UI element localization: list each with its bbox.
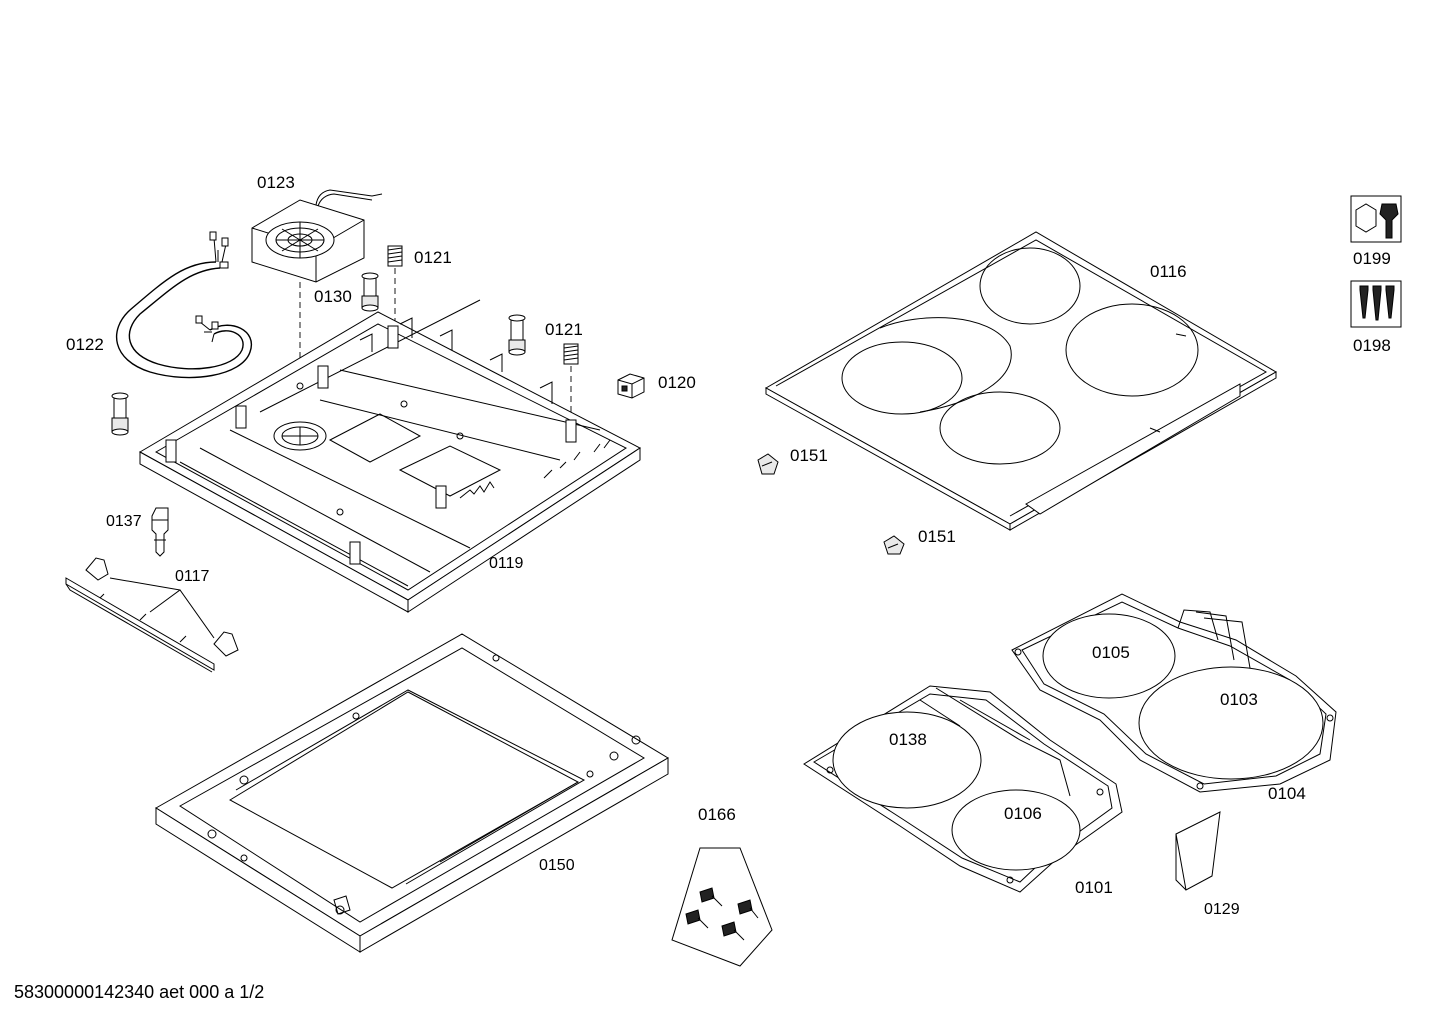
label-0151-upper: 0151: [790, 446, 828, 465]
label-0166: 0166: [698, 805, 736, 824]
spring-0121-mid: [563, 343, 579, 365]
document-code: 58300000142340 aet 000 a 1/2: [14, 982, 264, 1002]
wrench-nut-icon: [1350, 195, 1402, 243]
label-0120: 0120: [658, 373, 696, 392]
clip-0137: [151, 507, 169, 557]
housing-tray: [138, 299, 641, 613]
label-0121-mid: 0121: [545, 320, 583, 339]
label-0116: 0116: [1150, 262, 1187, 281]
screw-bag: [671, 847, 773, 967]
connector-block: [617, 373, 645, 399]
power-cable: [115, 231, 253, 379]
label-0117: 0117: [175, 568, 210, 585]
induction-coil-tray-right: [1011, 593, 1337, 793]
label-0138: 0138: [889, 730, 927, 749]
label-0130: 0130: [314, 287, 352, 306]
label-0129: 0129: [1204, 901, 1240, 918]
label-0122: 0122: [66, 335, 104, 354]
label-0198: 0198: [1353, 336, 1391, 355]
foot-0130: [361, 272, 379, 312]
clip-0151-lower: [883, 535, 905, 555]
glass-ceramic-top: [764, 231, 1277, 531]
label-0123: 0123: [257, 173, 295, 192]
foot-right: [508, 314, 526, 356]
label-0101: 0101: [1075, 878, 1113, 897]
screws-icon: [1350, 280, 1402, 328]
clip-0151-upper: [757, 453, 779, 475]
foot-left: [111, 392, 129, 436]
label-0121-top: 0121: [414, 248, 452, 267]
label-0137: 0137: [106, 513, 142, 530]
label-0106: 0106: [1004, 804, 1042, 823]
label-0150: 0150: [539, 857, 575, 874]
label-0151-lower: 0151: [918, 527, 956, 546]
induction-coil-tray-left: [803, 685, 1123, 893]
label-0103: 0103: [1220, 690, 1258, 709]
label-0105: 0105: [1092, 643, 1130, 662]
fan-assembly: [251, 189, 383, 283]
label-0104: 0104: [1268, 784, 1306, 803]
label-0119: 0119: [489, 555, 524, 572]
bracket-0129: [1175, 811, 1221, 891]
base-frame: [155, 633, 669, 953]
mounting-bracket: [65, 557, 239, 673]
label-0199: 0199: [1353, 249, 1391, 268]
spring-0121-top: [387, 245, 403, 267]
